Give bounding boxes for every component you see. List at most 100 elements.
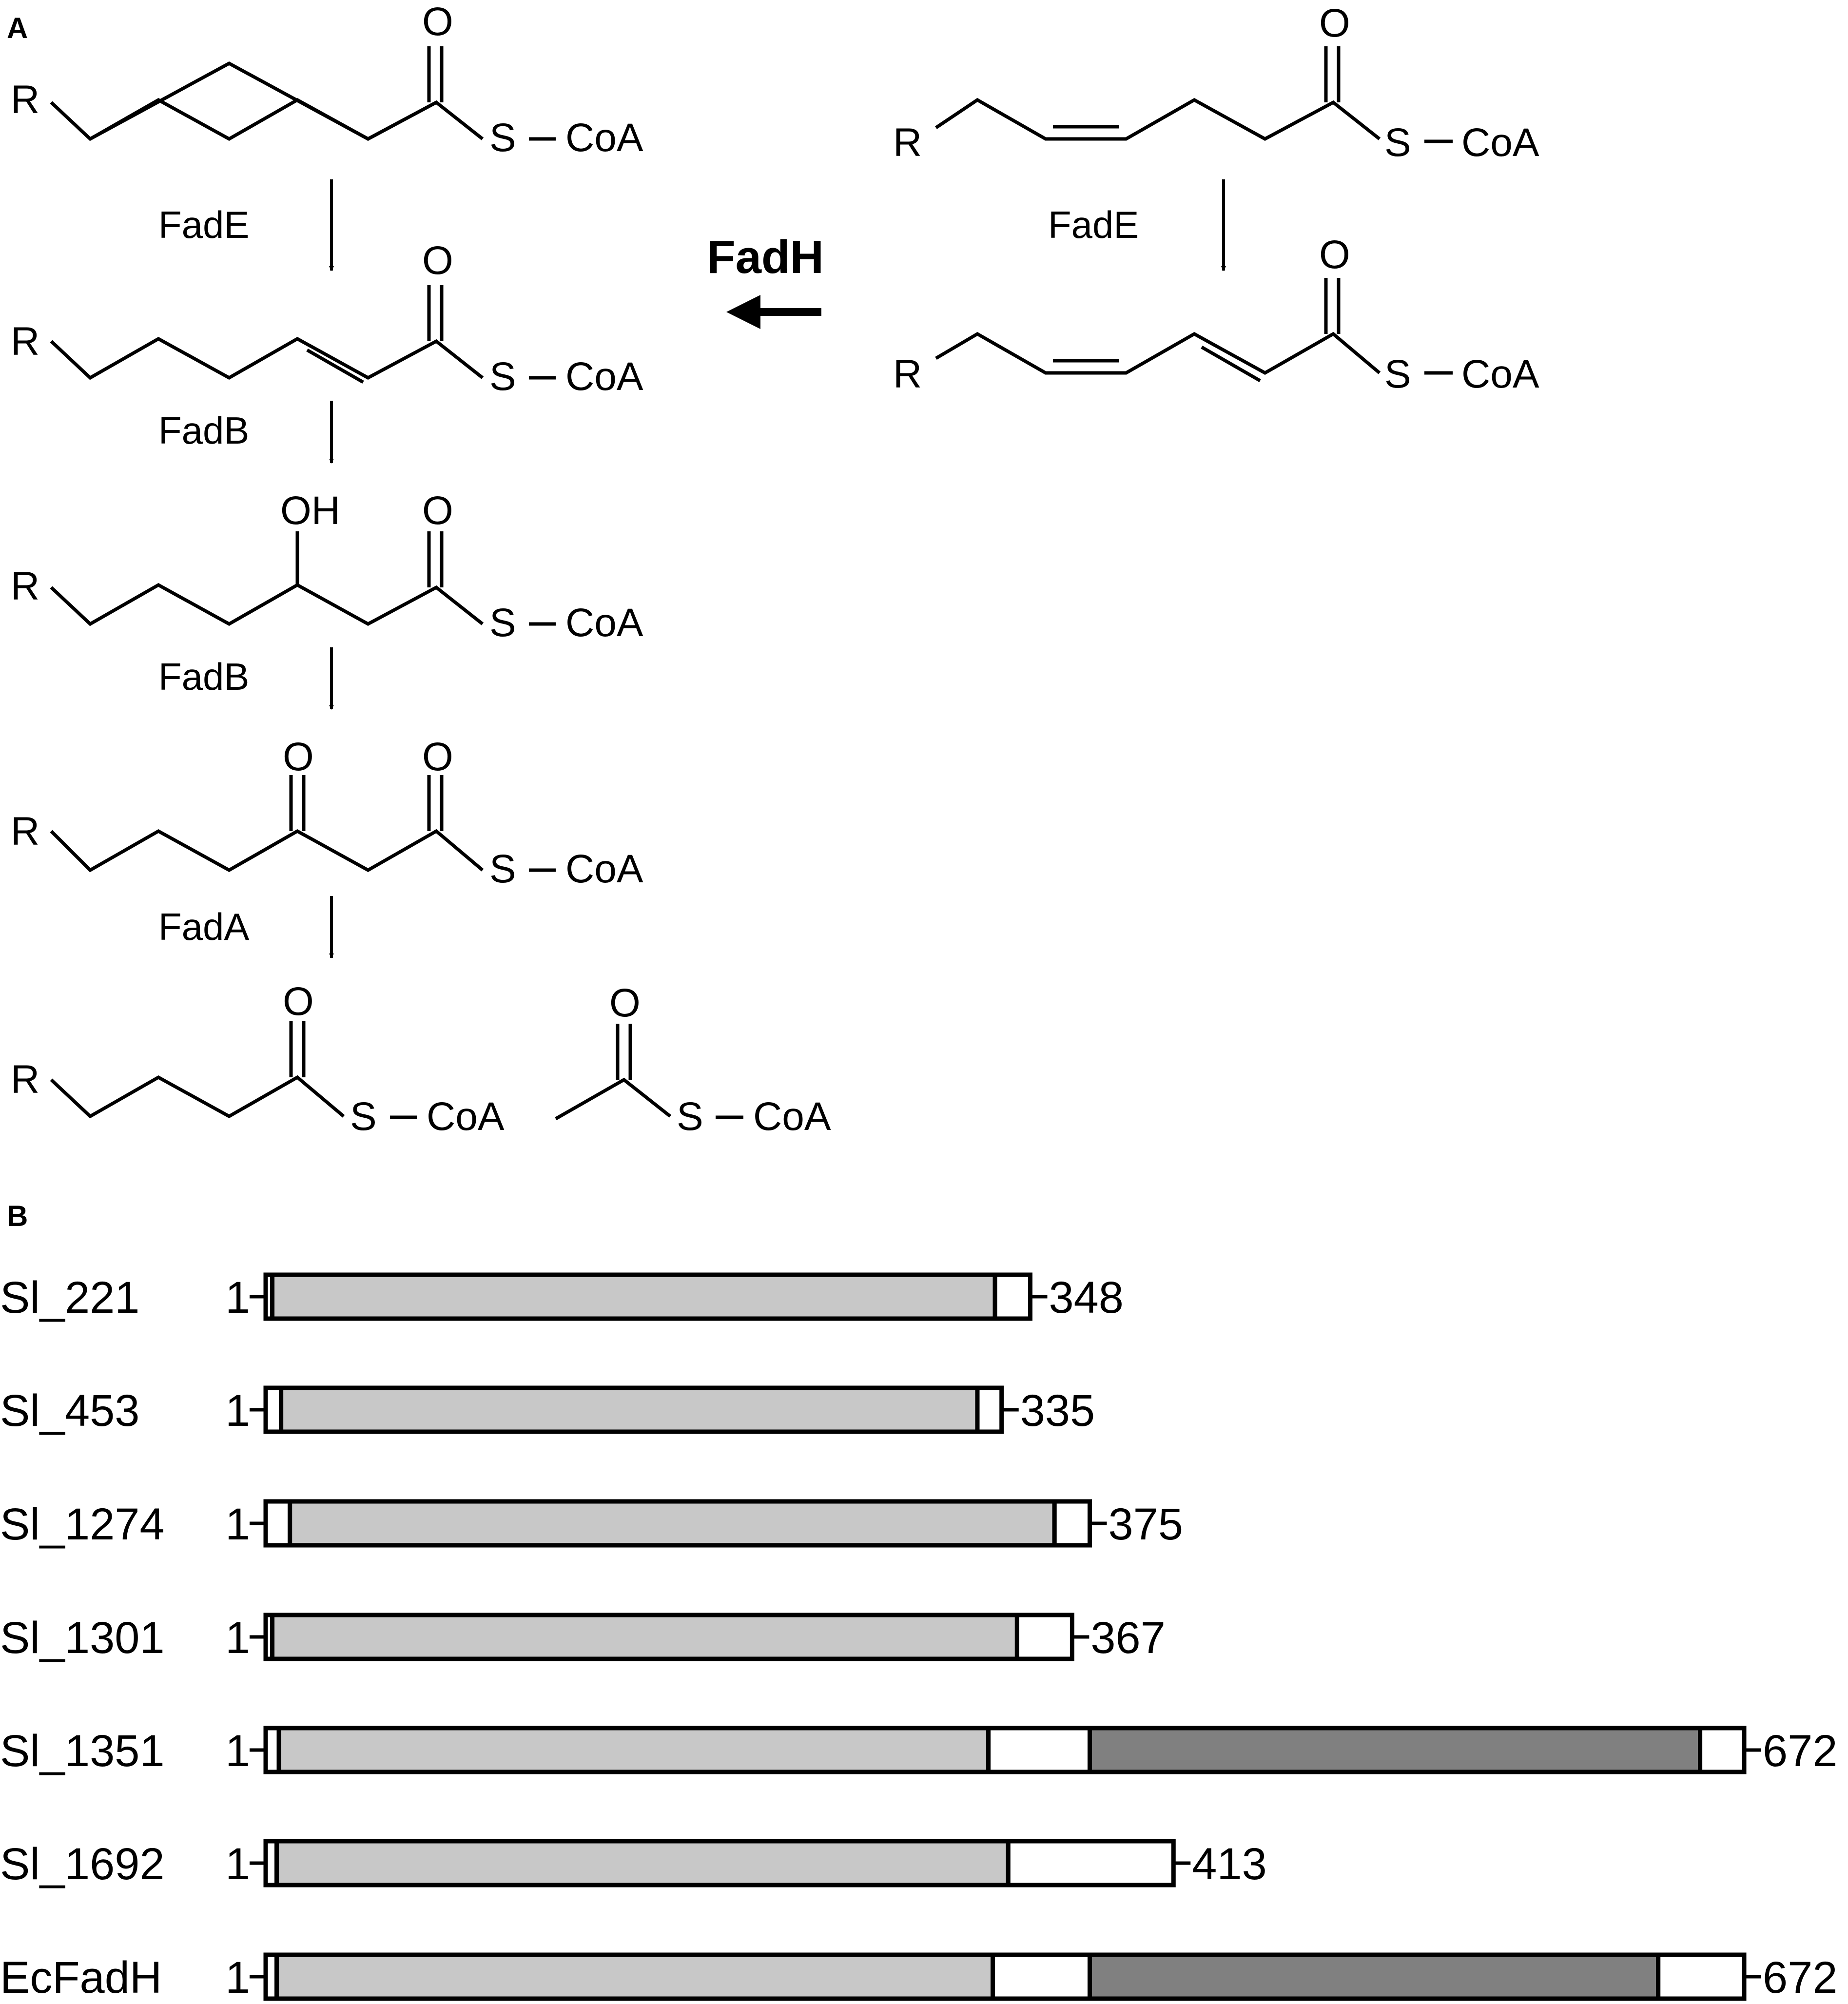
molecule-dienoyl-coa: R O S CoA (893, 233, 1539, 396)
svg-text:O: O (422, 735, 453, 779)
protein-row-ecfadh: EcFadH 1 672 (0, 1952, 1838, 2003)
svg-text:S: S (489, 354, 516, 399)
protein-name: Sl_1692 (0, 1839, 165, 1889)
enzyme-fadh-label: FadH (707, 231, 824, 283)
unannotated-region (1052, 1499, 1092, 1548)
svg-text:OH: OH (280, 488, 340, 533)
protein-name: Sl_1274 (0, 1499, 165, 1549)
unannotated-region (1006, 1839, 1176, 1887)
svg-text:O: O (422, 0, 453, 44)
svg-text:CoA: CoA (565, 601, 643, 645)
svg-text:CoA: CoA (427, 1094, 505, 1139)
dark-domain-segment (1088, 1726, 1703, 1774)
unannotated-region (1698, 1726, 1747, 1774)
start-residue-label: 1 (225, 1726, 250, 1776)
light-domain-segment (270, 1272, 997, 1321)
svg-text:R: R (11, 809, 39, 854)
svg-text:S: S (350, 1094, 377, 1139)
start-residue-label: 1 (225, 1273, 250, 1323)
svg-text:S: S (489, 601, 516, 645)
molecule-ketoacyl-coa: R O O S CoA (11, 735, 643, 891)
svg-text:O: O (422, 488, 453, 533)
panel-b-label: B (7, 1200, 28, 1232)
dark-domain-segment (1088, 1952, 1661, 2001)
unannotated-region (992, 1272, 1032, 1321)
svg-text:O: O (609, 981, 641, 1025)
unannotated-region (975, 1385, 1004, 1434)
molecule-acyl-coa: R O S CoA (11, 0, 643, 160)
protein-row-sl-1351: Sl_1351 1 672 (0, 1726, 1838, 1776)
protein-row-sl-1274: Sl_1274 1 375 (0, 1499, 1183, 1549)
light-domain-segment (274, 1952, 995, 2001)
light-domain-segment (279, 1385, 980, 1434)
protein-name: Sl_1301 (0, 1613, 165, 1663)
end-residue-label: 413 (1192, 1839, 1267, 1889)
unannotated-region (986, 1726, 1092, 1774)
molecule-enoyl-coa: R O S CoA (11, 238, 643, 399)
end-residue-label: 375 (1109, 1499, 1184, 1549)
protein-row-sl-1692: Sl_1692 1 413 (0, 1839, 1267, 1889)
molecule-shortened-acyl-coa: R O S CoA (11, 979, 505, 1139)
unannotated-region (263, 1499, 292, 1548)
start-residue-label: 1 (225, 1499, 250, 1549)
light-domain-segment (274, 1839, 1011, 1887)
protein-name: Sl_453 (0, 1386, 139, 1436)
enzyme-fadb-label-2: FadB (158, 655, 249, 698)
unannotated-region (1656, 1952, 1747, 2001)
protein-name: Sl_221 (0, 1273, 139, 1323)
svg-text:CoA: CoA (753, 1094, 831, 1139)
enzyme-fada-label: FadA (158, 905, 249, 948)
end-residue-label: 672 (1763, 1726, 1838, 1776)
svg-text:CoA: CoA (565, 354, 643, 399)
start-residue-label: 1 (225, 1839, 250, 1889)
protein-name: Sl_1351 (0, 1726, 165, 1776)
svg-text:CoA: CoA (565, 847, 643, 891)
svg-text:O: O (283, 979, 314, 1024)
svg-text:R: R (893, 120, 922, 165)
svg-text:S: S (489, 847, 516, 891)
svg-text:R: R (11, 564, 39, 608)
svg-text:S: S (1384, 352, 1411, 396)
svg-text:R: R (11, 78, 39, 122)
enzyme-fade-right-label: FadE (1048, 203, 1139, 246)
molecule-acetyl-coa: O S CoA (555, 981, 831, 1139)
enzyme-fade-label: FadE (158, 203, 249, 246)
protein-row-sl-453: Sl_453 1 335 (0, 1385, 1095, 1436)
protein-name: EcFadH (0, 1953, 162, 2003)
start-residue-label: 1 (225, 1613, 250, 1663)
svg-text:S: S (489, 116, 516, 160)
start-residue-label: 1 (225, 1953, 250, 2003)
start-residue-label: 1 (225, 1386, 250, 1436)
svg-text:O: O (283, 735, 314, 779)
fadh-reaction-arrow (726, 295, 821, 329)
svg-text:S: S (677, 1094, 703, 1139)
svg-text:CoA: CoA (1461, 120, 1539, 165)
panel-a-label: A (7, 12, 28, 44)
end-residue-label: 348 (1049, 1273, 1124, 1323)
end-residue-label: 335 (1020, 1386, 1095, 1436)
svg-text:O: O (422, 238, 453, 283)
light-domain-segment (270, 1613, 1019, 1661)
svg-text:CoA: CoA (1461, 352, 1539, 396)
protein-row-sl-221: Sl_221 1 348 (0, 1272, 1124, 1323)
molecule-hydroxyacyl-coa: R OH O S CoA (11, 488, 643, 645)
end-residue-label: 367 (1090, 1613, 1166, 1663)
molecule-cis-enoyl-coa: R O S CoA (893, 1, 1539, 165)
enzyme-fadb-label-1: FadB (158, 409, 249, 452)
svg-text:O: O (1319, 1, 1350, 45)
light-domain-segment (276, 1726, 991, 1774)
svg-text:O: O (1319, 233, 1350, 277)
svg-text:CoA: CoA (565, 116, 643, 160)
unannotated-region (991, 1952, 1092, 2001)
unannotated-region (263, 1385, 284, 1434)
protein-row-sl-1301: Sl_1301 1 367 (0, 1613, 1166, 1663)
light-domain-segment (288, 1499, 1057, 1548)
svg-text:R: R (11, 319, 39, 364)
svg-text:R: R (11, 1057, 39, 1102)
svg-text:S: S (1384, 120, 1411, 165)
unannotated-region (1014, 1613, 1074, 1661)
end-residue-label: 672 (1763, 1953, 1838, 2003)
svg-text:R: R (893, 352, 922, 396)
